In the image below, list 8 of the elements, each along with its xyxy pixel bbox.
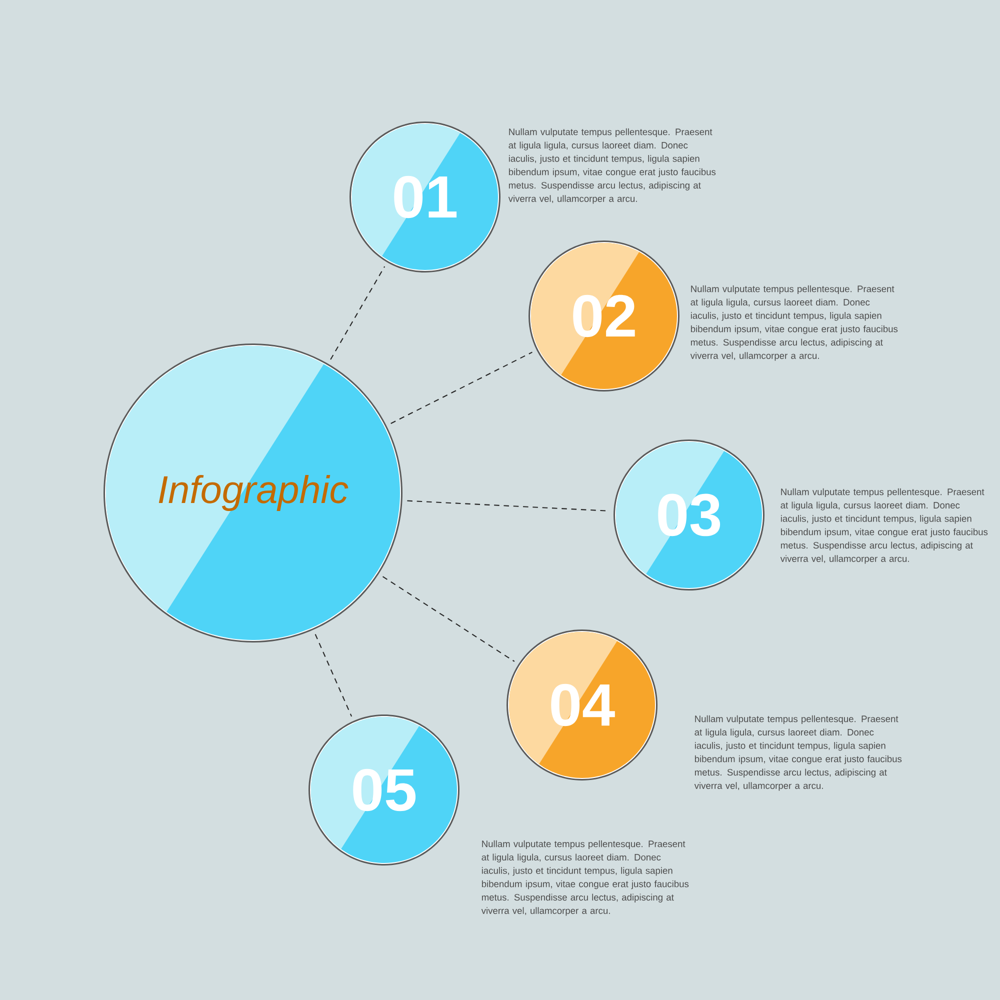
description-text: Nullam vulputate tempus pellentesque. Praesent at ligula ligula, cursus laoreet diam. Donec iaculis, justo et tincidunt tempus, ligula sapien bibendum ipsum, vitae congue erat justo faucibus metus. Suspendisse arcu lectus, adipiscing at viverra vel, ullamcorper a arcu. xyxy=(780,488,988,564)
connector-line xyxy=(382,576,515,662)
description-text: Nullam vulputate tempus pellentesque. Praesent at ligula ligula, cursus laoreet diam. Donec iaculis, justo et tincidunt tempus, ligula sapien bibendum ipsum, vitae congue erat justo faucibus metus. Suspendisse arcu lectus, adipiscing at viverra vel, ullamcorper a arcu. xyxy=(481,840,689,916)
description-text: Nullam vulputate tempus pellentesque. Praesent at ligula ligula, cursus laoreet diam. Donec iaculis, justo et tincidunt tempus, ligula sapien bibendum ipsum, vitae congue erat justo faucibus metus. Suspendisse arcu lectus, adipiscing at viverra vel, ullamcorper a arcu. xyxy=(694,715,902,791)
description-text: Nullam vulputate tempus pellentesque. Praesent at ligula ligula, cursus laoreet diam. Donec iaculis, justo et tincidunt tempus, ligula sapien bibendum ipsum, vitae congue erat justo faucibus metus. Suspendisse arcu lectus, adipiscing at viverra vel, ullamcorper a arcu. xyxy=(508,128,716,204)
connector-line xyxy=(314,634,352,717)
description-text: Nullam vulputate tempus pellentesque. Praesent at ligula ligula, cursus laoreet diam. Donec iaculis, justo et tincidunt tempus, ligula sapien bibendum ipsum, vitae congue erat justo faucibus metus. Suspendisse arcu lectus, adipiscing at viverra vel, ullamcorper a arcu. xyxy=(690,285,898,361)
connector-line xyxy=(390,352,532,424)
